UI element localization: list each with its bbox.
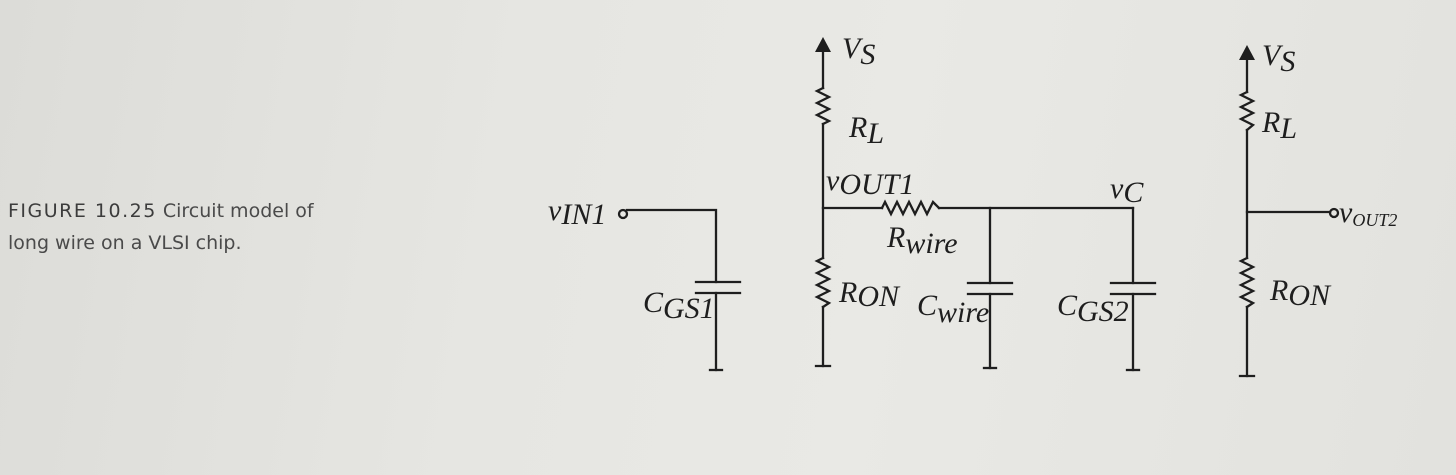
rl-label-right: RL [1261,106,1297,145]
input-gate-stage [617,208,742,372]
vin1-label: vIN1 [548,194,606,231]
wire-model [821,199,1157,372]
ron-resistor-right [1238,256,1256,309]
vc-label: vC [1110,172,1144,209]
vout1-label: vOUT1 [826,164,914,201]
vs-label-left: VS [842,32,875,71]
vs-arrow-right [1239,45,1255,60]
vout2-label: vOUT2 [1339,196,1397,230]
vin1-wire [625,208,718,284]
rl-label-left: RL [848,111,884,150]
ron-label-right: RON [1269,274,1332,312]
vin1-terminal [617,208,629,220]
caption-line2: long wire on a VLSI chip. [8,232,242,254]
rl-resistor-right [1238,90,1256,132]
inverter-1 [814,37,832,368]
vs-label-right: VS [1262,39,1295,78]
inverter-2 [1238,45,1340,378]
caption-line1: Circuit model of [162,200,314,222]
rwire-label: Rwire [886,221,958,260]
vs-arrow-left [815,37,831,52]
cwire-label: Cwire [917,289,989,329]
rwire-resistor [880,199,941,217]
figure-number: FIGURE 10.25 [8,200,157,222]
cgs2-label: CGS2 [1057,289,1129,328]
vout2-terminal [1328,207,1340,219]
ron-label-left: RON [838,276,901,313]
ron-resistor-left [814,256,832,309]
rl-resistor-left [814,86,832,126]
cgs1-label: CGS1 [643,286,715,325]
figure-caption: FIGURE 10.25 Circuit model of long wire … [8,195,408,259]
